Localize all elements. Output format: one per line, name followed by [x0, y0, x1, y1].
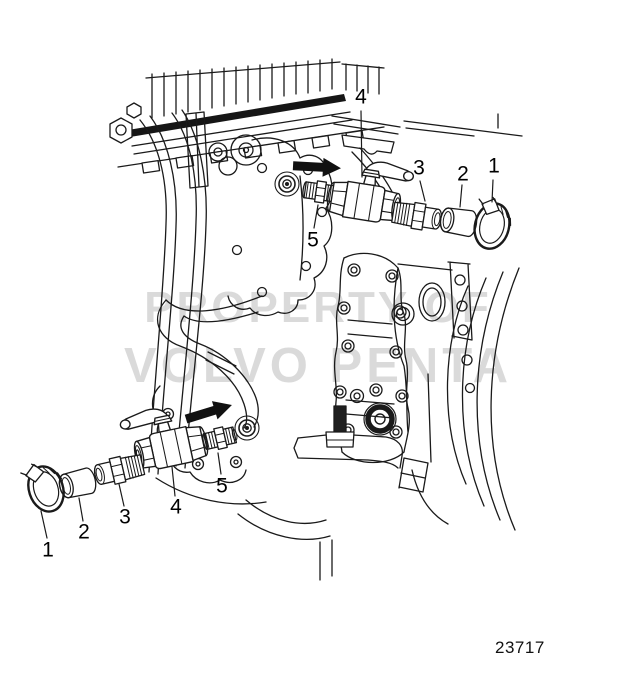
coolant-elbow-hose: [156, 295, 263, 429]
upper-install-group: [274, 110, 518, 254]
figure-number: 23717: [495, 638, 545, 657]
lower-callout-5: 5: [216, 474, 228, 498]
upper-part3-connector: [390, 198, 444, 234]
engine-line-art: [18, 58, 523, 581]
upper-direction-arrow-icon: [291, 155, 343, 179]
lower-bracket-and-stud: [293, 383, 404, 469]
upper-callout-2: 2: [457, 162, 469, 186]
lower-part5-nipple: [200, 423, 240, 453]
lower-callout-3: 3: [119, 505, 131, 529]
lower-callout-leader-lines: [40, 452, 222, 539]
lower-part3-connector: [91, 451, 146, 489]
lower-callout-4: 4: [170, 495, 182, 519]
fuel-lines: [109, 102, 207, 475]
flywheel-housing: [391, 261, 520, 531]
upper-callout-5: 5: [307, 228, 319, 252]
upper-callout-3: 3: [413, 156, 425, 180]
lower-callout-2: 2: [78, 520, 90, 544]
upper-callout-4: 4: [355, 85, 367, 109]
upper-part2-sleeve: [438, 205, 479, 239]
upper-port: [274, 171, 300, 197]
lower-part1-hose-clamp: [18, 455, 72, 518]
pump-drive-bracket: [185, 111, 262, 189]
upper-callout-1: 1: [488, 154, 500, 178]
cylinder-head-fins: [117, 58, 385, 174]
water-pump-housing: [151, 385, 333, 581]
lower-port: [234, 415, 260, 441]
lower-install-group: [18, 395, 260, 539]
upper-callout-leader-lines: [313, 110, 494, 229]
engine-deck-edge: [331, 113, 523, 155]
upper-part1-hose-clamp: [466, 193, 518, 254]
lower-callout-1: 1: [42, 538, 54, 562]
